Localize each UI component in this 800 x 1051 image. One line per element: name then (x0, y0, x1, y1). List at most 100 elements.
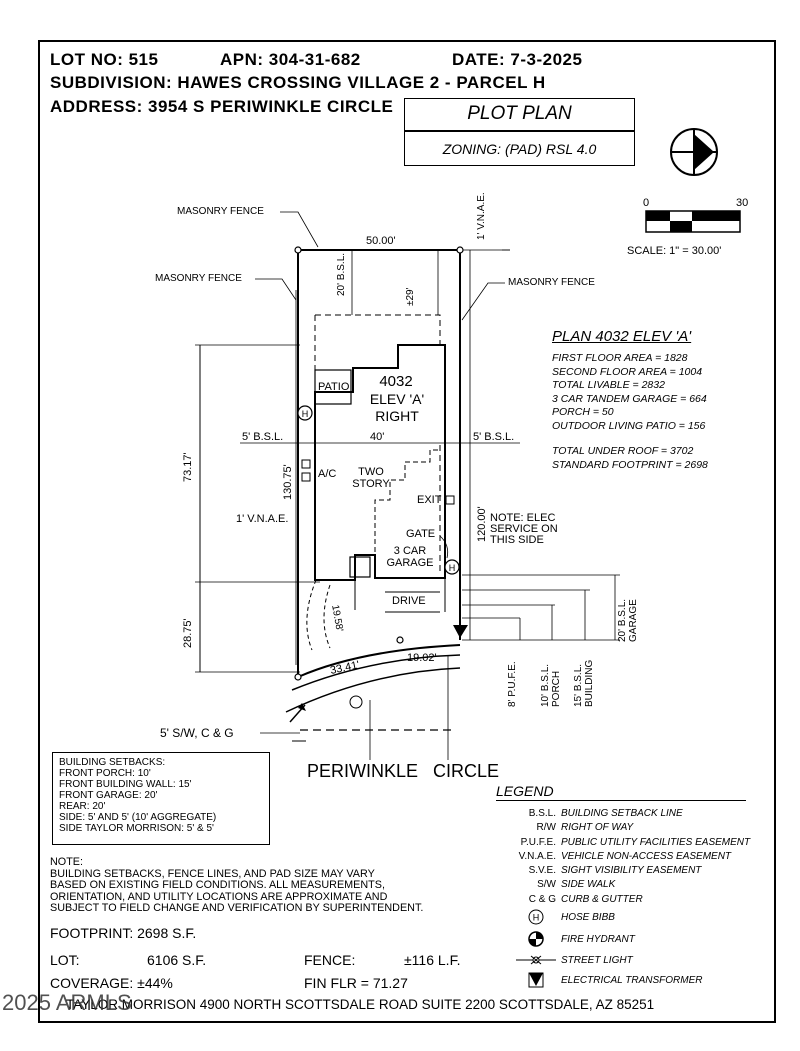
legend-value: ELECTRICAL TRANSFORMER (561, 975, 703, 987)
legend-key: S/W (537, 879, 556, 891)
left-vnae: 1' V.N.A.E. (236, 513, 289, 525)
depth-total: 130.75' (282, 464, 294, 500)
plan-line: PORCH = 50 (552, 406, 614, 418)
elec-service-note: NOTE: ELEC SERVICE ON THIS SIDE (490, 512, 558, 546)
zoning-box: ZONING: (PAD) RSL 4.0 (404, 131, 635, 166)
legend-value: HOSE BIBB (561, 912, 615, 924)
scale-bar (645, 210, 741, 233)
legend-value: BUILDING SETBACK LINE (561, 808, 683, 819)
rear-distance: ±29' (405, 287, 416, 306)
legend-row: R/W RIGHT OF WAY (496, 821, 762, 835)
plan-line: SECOND FLOOR AREA = 1004 (552, 365, 703, 378)
masonry-fence-label-1: MASONRY FENCE (177, 206, 264, 217)
plan-line: TOTAL UNDER ROOF = 3702 (552, 445, 694, 457)
legend-row: FIRE HYDRANT (496, 929, 762, 951)
fire-hydrant-icon (496, 929, 561, 951)
fence-value: ±116 L.F. (404, 952, 461, 968)
svg-text:H: H (533, 913, 540, 923)
scale-tick-0: 0 (643, 197, 650, 209)
hose-bibb-icon: H H (297, 405, 460, 575)
two-story-label: TWO STORY (352, 466, 390, 490)
plan-number: 4032 (379, 373, 413, 390)
left-bsl: 5' B.S.L. (242, 431, 284, 443)
plan-line: 3 CAR TANDEM GARAGE = 664 (552, 392, 707, 405)
legend-key: V.N.A.E. (518, 850, 556, 862)
footprint: FOOTPRINT: 2698 S.F. (50, 925, 197, 941)
plan-line: STANDARD FOOTPRINT = 2698 (552, 458, 708, 471)
svg-text:H: H (302, 409, 309, 419)
company-address: TAYLOR MORRISON 4900 NORTH SCOTTSDALE RO… (66, 997, 655, 1012)
legend-key: S.V.E. (528, 865, 556, 877)
legend-key: R/W (536, 822, 556, 834)
right-depth: 120.00' (476, 506, 488, 542)
setback-line: FRONT BUILDING WALL: 15' (59, 779, 192, 790)
rear-bsl: 20' B.S.L. (336, 252, 347, 296)
legend-value: VEHICLE NON-ACCESS EASEMENT (561, 850, 732, 862)
electrical-transformer-icon (453, 625, 468, 638)
masonry-fence-label-2: MASONRY FENCE (155, 273, 242, 284)
note-line: BASED ON EXISTING FIELD CONDITIONS. ALL … (50, 879, 385, 891)
legend-row: P.U.F.E. PUBLIC UTILITY FACILITIES EASEME… (496, 836, 762, 850)
legend-value: STREET LIGHT (561, 955, 633, 967)
gate-label: GATE (406, 528, 436, 540)
bsl-porch-label: 10' B.S.L. PORCH (540, 663, 562, 707)
scale-tick-30: 30 (736, 197, 749, 209)
plan-info: PLAN 4032 ELEV 'A' FIRST FLOOR AREA = 18… (552, 329, 708, 472)
rear-vnae: 1' V.N.A.E. (476, 192, 487, 240)
bsl-building-label: 15' B.S.L. BUILDING (573, 659, 595, 707)
legend-value: SIDE WALK (561, 879, 616, 891)
setback-line: BUILDING SETBACKS: (59, 757, 166, 768)
finished-floor: FIN FLR = 71.27 (304, 975, 408, 991)
legend-row: S.V.E. SIGHT VISIBILITY EASEMENT (496, 864, 762, 878)
subdivision: SUBDIVISION: HAWES CROSSING VILLAGE 2 - … (50, 73, 546, 92)
masonry-fence-label-3: MASONRY FENCE (508, 277, 595, 288)
note-line: SUBJECT TO FIELD CHANGE AND VERIFICATION… (50, 902, 424, 914)
lot-number: LOT NO: 515 (50, 50, 159, 69)
rear-width: 50.00' (366, 235, 396, 247)
title-box: PLOT PLAN (404, 98, 635, 131)
note-line: NOTE: (50, 856, 83, 868)
plan-line: OUTDOOR LIVING PATIO = 156 (552, 419, 706, 432)
electrical-transformer-icon (496, 971, 561, 991)
legend-value: SIGHT VISIBILITY EASEMENT (561, 865, 702, 877)
depth-28: 28.75' (182, 618, 194, 648)
zoning: ZONING: (PAD) RSL 4.0 (442, 141, 597, 157)
legend-row: H HOSE BIBB (496, 907, 762, 929)
exit-label: EXIT (417, 494, 442, 506)
apn: APN: 304-31-682 (220, 50, 361, 69)
plot-plan-title: PLOT PLAN (467, 103, 572, 124)
scale-label: SCALE: 1" = 30.00' (627, 245, 722, 257)
drive-label: DRIVE (392, 595, 426, 607)
fence-label: FENCE: (304, 952, 356, 968)
garage-label: 3 CAR GARAGE (386, 545, 434, 569)
street-light-icon (496, 951, 561, 971)
legend-row: S/W SIDE WALK (496, 878, 762, 892)
setback-line: SIDE: 5' AND 5' (10' AGGREGATE) (59, 812, 217, 823)
setback-line: REAR: 20' (59, 801, 106, 812)
note-line: BUILDING SETBACKS, FENCE LINES, AND PAD … (50, 867, 375, 880)
legend-key: P.U.F.E. (520, 836, 556, 848)
setback-line: SIDE TAYLOR MORRISON: 5' & 5' (59, 823, 214, 834)
address: ADDRESS: 3954 S PERIWINKLE CIRCLE (50, 97, 394, 116)
setback-line: FRONT PORCH: 10' (59, 768, 151, 779)
elevation: ELEV 'A' (369, 391, 425, 407)
hand: RIGHT (375, 408, 419, 424)
sidewalk-label: 5' S/W, C & G (160, 726, 234, 740)
hose-bibb-icon: H (496, 907, 561, 929)
coverage: COVERAGE: ±44% (50, 975, 173, 991)
general-note: NOTE: BUILDING SETBACKS, FENCE LINES, AN… (50, 856, 490, 915)
street-name: PERIWINKLE CIRCLE (307, 761, 500, 781)
legend-key: C & G (528, 893, 556, 905)
plan-line: FIRST FLOOR AREA = 1828 (552, 352, 688, 364)
building-setbacks-box: BUILDING SETBACKS: FRONT PORCH: 10' FRON… (52, 752, 270, 845)
legend-value: PUBLIC UTILITY FACILITIES EASEMENT (561, 836, 751, 848)
legend-title: LEGEND (496, 783, 746, 801)
legend-value: RIGHT OF WAY (561, 822, 634, 834)
front-1902: 19.02' (407, 652, 437, 664)
plot-plan-sheet (38, 40, 776, 1023)
legend-value: FIRE HYDRANT (561, 934, 635, 946)
watermark: 2025 ARMLS (2, 990, 132, 1015)
plan-line: TOTAL LIVABLE = 2832 (552, 379, 665, 391)
